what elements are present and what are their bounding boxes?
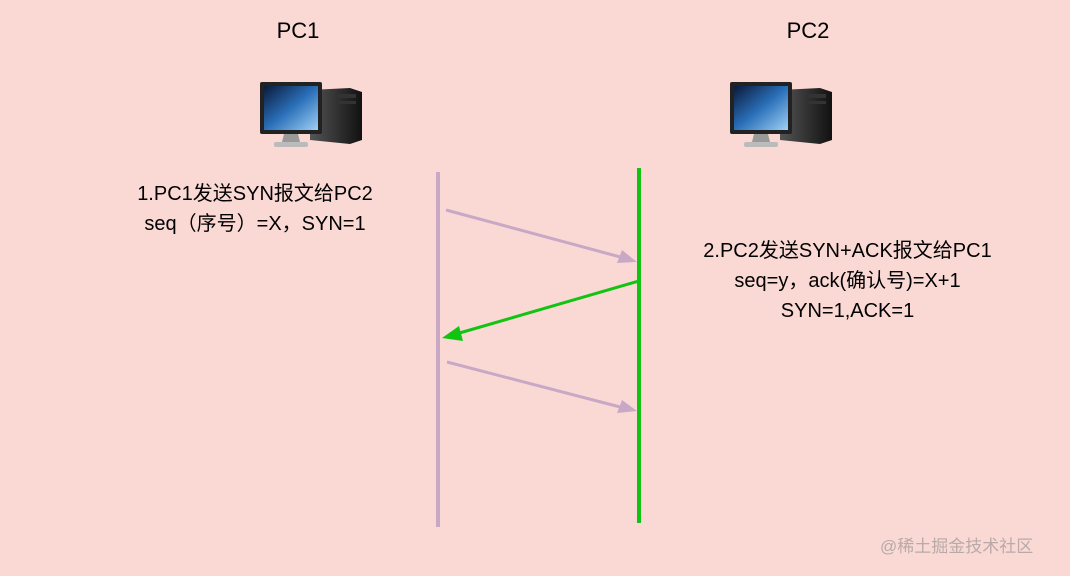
syn-ack-arrow	[442, 279, 640, 341]
desktop-computer-icon	[728, 80, 838, 157]
step2-annotation: 2.PC2发送SYN+ACK报文给PC1 seq=y，ack(确认号)=X+1 …	[640, 236, 1055, 326]
step1-line1: 1.PC1发送SYN报文给PC2	[137, 183, 373, 205]
step1-line2: seq（序号）=X，SYN=1	[144, 213, 366, 235]
step1-annotation: 1.PC1发送SYN报文给PC2 seq（序号）=X，SYN=1	[90, 179, 420, 239]
step2-line3: SYN=1,ACK=1	[780, 300, 915, 322]
syn-arrow	[445, 208, 637, 263]
watermark: @稀土掘金技术社区	[880, 537, 1034, 556]
desktop-computer-icon	[258, 80, 368, 157]
step2-line2: seq=y，ack(确认号)=X+1	[734, 270, 961, 292]
ack-arrow	[446, 360, 637, 413]
step2-line1: 2.PC2发送SYN+ACK报文给PC1	[703, 240, 992, 262]
pc2-title: PC2	[786, 18, 830, 43]
pc1-title: PC1	[276, 18, 320, 43]
